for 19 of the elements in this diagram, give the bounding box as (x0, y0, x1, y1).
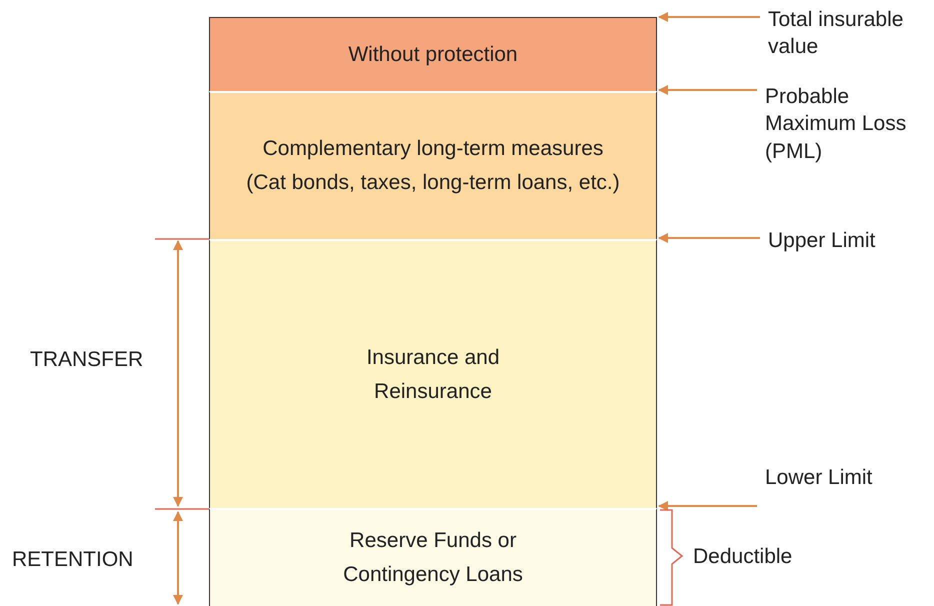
layer-band (209, 508, 657, 606)
arrow (658, 233, 760, 243)
layer-text: Insurance and Reinsurance (365, 344, 501, 404)
layer-band (209, 91, 657, 239)
layer-band (209, 239, 657, 508)
level-label: Total insurable value (768, 6, 934, 61)
dimension-label: TRANSFER (30, 348, 144, 372)
layer-band (209, 17, 657, 91)
level-label: Upper Limit (768, 227, 928, 254)
bracket-label: Deductible (693, 545, 792, 569)
arrow (658, 12, 760, 22)
level-label: Probable Maximum Loss (PML) (765, 83, 925, 165)
arrow (658, 501, 757, 511)
layer-text: Without protection (348, 42, 518, 68)
arrow (658, 85, 757, 95)
layer-text: Reserve Funds or Contingency Loans (342, 528, 524, 588)
layer-text: Complementary long-term measures (Cat bonds, taxes, long-term loans, etc.) (246, 136, 620, 196)
dimension-label: RETENTION (12, 548, 134, 572)
level-label: Lower Limit (765, 464, 925, 492)
